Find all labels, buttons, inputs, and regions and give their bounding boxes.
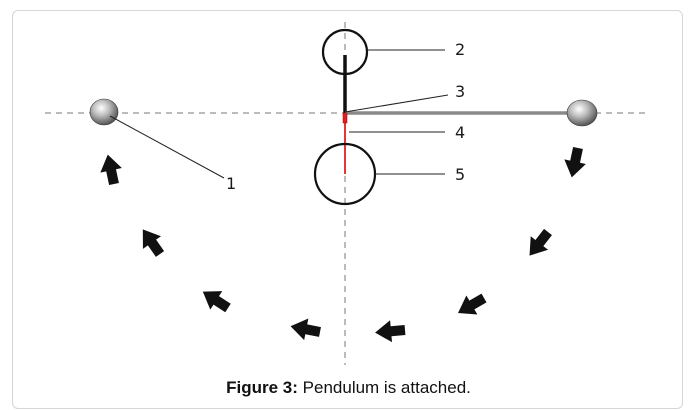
pivot-marker: [342, 112, 348, 124]
callout-2-label: 2: [455, 40, 465, 59]
motion-arrow: [375, 320, 406, 343]
motion-arrow: [564, 146, 586, 178]
caption-label: Figure 3:: [226, 378, 298, 397]
callout-1-label: 1: [226, 174, 236, 193]
callout-3-label: 3: [455, 82, 465, 101]
figure-frame: [12, 10, 683, 409]
figure-caption: Figure 3: Pendulum is attached.: [0, 378, 697, 398]
motion-arrows: [100, 146, 586, 343]
caption-text: Pendulum is attached.: [302, 378, 471, 397]
left-ball: [89, 98, 119, 126]
right-ball: [566, 99, 598, 127]
callout-1-leader: [109, 115, 225, 179]
callout-3-leader: [344, 94, 449, 113]
motion-arrow: [458, 293, 487, 315]
motion-arrow: [142, 229, 165, 257]
callout-4-label: 4: [455, 123, 465, 142]
motion-arrow: [529, 228, 552, 256]
motion-arrow: [100, 154, 122, 186]
motion-arrow: [202, 291, 231, 313]
motion-arrow: [290, 318, 321, 341]
callout-5-label: 5: [455, 165, 465, 184]
